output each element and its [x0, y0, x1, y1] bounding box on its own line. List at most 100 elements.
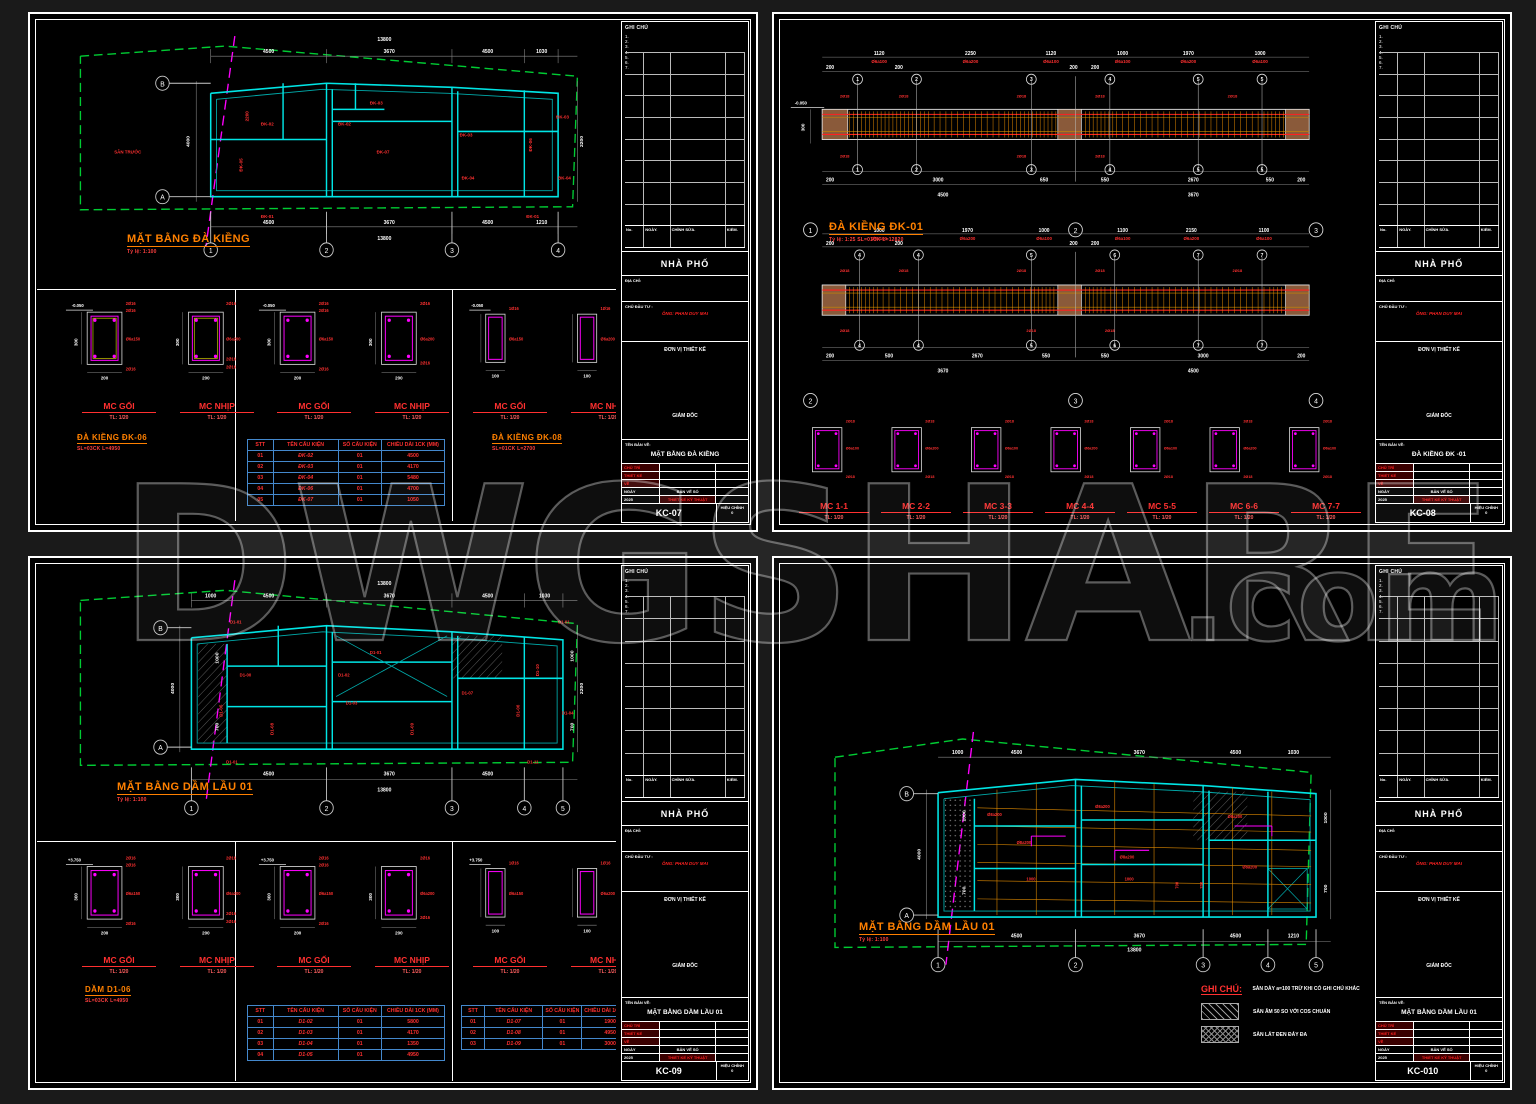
svg-text:2Ø18: 2Ø18: [1005, 475, 1014, 479]
svg-text:2Ø18: 2Ø18: [840, 268, 850, 273]
address-section: ĐỊA CHỈ:: [622, 276, 748, 302]
svg-text:4: 4: [522, 806, 526, 813]
svg-text:Ø6a200: Ø6a200: [1183, 236, 1199, 241]
svg-text:-0.050: -0.050: [795, 100, 808, 105]
notes-section: GHI CHÚ 1.2.3.4.5.6.7. No. NGÀY. CHỈNH S…: [1376, 22, 1502, 252]
svg-text:+3.750: +3.750: [469, 857, 483, 862]
section-label-mc-1-1: MC 1-1 TL: 1/20: [799, 501, 869, 521]
revision-table: No. NGÀY. CHỈNH SỬA. KIỂM.: [1379, 52, 1499, 249]
svg-text:4500: 4500: [482, 49, 493, 55]
svg-text:2: 2: [809, 398, 813, 405]
drawing-name-section: TÊN BẢN VẼ: MẶT BẰNG DẦM LẦU 01: [1376, 998, 1502, 1022]
divider-v2: [452, 841, 453, 1081]
sheet-number: KC-09: [655, 1066, 682, 1076]
svg-text:2Ø18: 2Ø18: [1105, 328, 1115, 333]
svg-text:1000: 1000: [205, 593, 216, 599]
svg-text:3: 3: [450, 806, 454, 813]
svg-text:300: 300: [74, 338, 79, 346]
legend-item-1: SÀN LÁT ĐEN ĐÁY ĐA: [1201, 1026, 1360, 1043]
svg-text:Ø8a200: Ø8a200: [1242, 864, 1257, 869]
svg-text:2200: 2200: [244, 111, 249, 122]
svg-text:D1-03: D1-03: [346, 701, 358, 706]
section-label-d-0: MC GỐI TL: 1/20: [82, 955, 156, 975]
svg-text:2670: 2670: [972, 353, 983, 359]
owner-section: CHỦ ĐẦU TƯ : ÔNG: PHAN DUY MAI: [1376, 302, 1502, 342]
svg-text:4: 4: [1314, 398, 1318, 405]
svg-text:Ø6a100: Ø6a100: [1252, 59, 1268, 64]
sheet-number: KC-07: [655, 508, 682, 518]
svg-text:2Ø16: 2Ø16: [319, 855, 330, 860]
svg-text:4: 4: [1266, 963, 1270, 970]
svg-text:D1-01: D1-01: [558, 620, 570, 625]
svg-text:200: 200: [395, 375, 403, 380]
svg-text:700: 700: [1323, 884, 1329, 893]
table-cell: 1900: [581, 1016, 616, 1028]
svg-text:1100: 1100: [1117, 228, 1128, 234]
svg-text:D1-01: D1-01: [230, 620, 242, 625]
svg-text:200: 200: [101, 375, 109, 380]
svg-text:13800: 13800: [377, 581, 391, 587]
svg-text:2200: 2200: [579, 683, 585, 695]
svg-text:2Ø18: 2Ø18: [1084, 420, 1093, 424]
designer-section: ĐƠN VỊ THIẾT KẾ GIÁM ĐỐC: [1376, 342, 1502, 440]
svg-text:550: 550: [1101, 178, 1109, 184]
svg-text:500: 500: [885, 353, 893, 359]
revision-table: No. NGÀY. CHỈNH SỬA. KIỂM.: [625, 52, 745, 249]
table-cell: 4700: [380, 483, 446, 495]
svg-text:13800: 13800: [1127, 947, 1141, 953]
svg-text:Ø6a150: Ø6a150: [509, 336, 524, 341]
svg-text:4: 4: [858, 343, 861, 349]
svg-text:2Ø16: 2Ø16: [126, 862, 137, 867]
svg-text:650: 650: [1040, 178, 1048, 184]
svg-text:D1-00: D1-00: [240, 672, 252, 677]
svg-text:Ø6a200: Ø6a200: [1084, 447, 1097, 451]
divider: [37, 289, 616, 290]
divider-v1: [235, 289, 236, 521]
svg-text:300: 300: [74, 893, 79, 901]
svg-text:Ø6a100: Ø6a100: [1036, 236, 1052, 241]
svg-text:5: 5: [1314, 963, 1318, 970]
svg-text:4500: 4500: [1230, 933, 1241, 939]
svg-text:4: 4: [917, 343, 920, 349]
svg-text:4500: 4500: [482, 771, 493, 777]
table-cell: 03: [247, 1038, 274, 1050]
svg-text:Ø6a200: Ø6a200: [1181, 59, 1197, 64]
section-label-d-2: MC GỐI TL: 1/20: [277, 955, 351, 975]
svg-text:+3.750: +3.750: [68, 857, 82, 862]
svg-text:100: 100: [583, 373, 591, 378]
svg-text:ĐK-02: ĐK-02: [261, 121, 274, 126]
svg-text:D1-06: D1-06: [516, 704, 521, 717]
svg-text:1970: 1970: [1183, 51, 1194, 57]
svg-text:300: 300: [175, 893, 180, 901]
svg-text:A: A: [160, 195, 165, 202]
svg-text:200: 200: [202, 930, 210, 935]
svg-text:13800: 13800: [377, 37, 391, 43]
svg-text:4500: 4500: [938, 193, 949, 199]
svg-text:4000: 4000: [916, 849, 922, 860]
table-header-row: STT TÊN CẤU KIỆN SỐ CẤU KIỆN CHIỀU DÀI 1…: [247, 439, 446, 451]
svg-text:Ø6a200: Ø6a200: [601, 891, 616, 896]
svg-text:13800: 13800: [377, 788, 391, 794]
svg-text:2250: 2250: [965, 51, 976, 57]
svg-text:D1-05: D1-05: [218, 704, 223, 717]
table-cell: 02: [247, 1027, 274, 1039]
project-name: NHÀ PHỐ: [622, 252, 748, 276]
svg-text:Ø8a200: Ø8a200: [1120, 854, 1135, 859]
svg-text:4500: 4500: [263, 49, 274, 55]
svg-text:2Ø18: 2Ø18: [846, 475, 855, 479]
sheet-number: KC-08: [1409, 508, 1436, 518]
svg-text:1000: 1000: [1039, 228, 1050, 234]
table-cell: 1050: [380, 494, 446, 506]
svg-text:550: 550: [1266, 178, 1274, 184]
svg-text:3670: 3670: [1134, 750, 1145, 756]
svg-text:2200: 2200: [579, 136, 585, 147]
svg-text:2Ø16: 2Ø16: [226, 301, 237, 306]
designer-section: ĐƠN VỊ THIẾT KẾ GIÁM ĐỐC: [622, 342, 748, 440]
svg-text:4: 4: [1108, 77, 1111, 83]
